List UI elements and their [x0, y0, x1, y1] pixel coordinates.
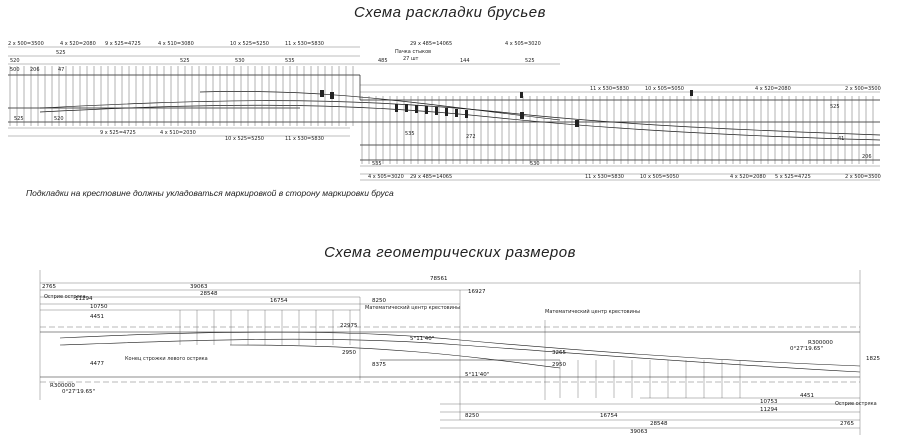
angle-right: 0°27'19.65" [790, 346, 823, 352]
bottom-span-3: 28548 [650, 421, 668, 427]
bottom-group-label: 4 x 510=2030 [160, 130, 196, 136]
frog-center-note: Математический центр крестовины [365, 304, 460, 311]
splice-pack-count: 27 шт [403, 56, 419, 62]
group-label-8: 4 x 505=3020 [505, 41, 541, 47]
group-label-1: 2 x 500=3500 [8, 41, 44, 47]
angle-left: 0°27'19.65" [62, 389, 95, 395]
lower-right-group-label: 10 x 505=5050 [640, 174, 679, 180]
bottom-group-label: 9 x 525=4725 [100, 130, 136, 136]
dim-label: 47 [58, 67, 64, 73]
bottom-group-label: 11 x 530=5830 [285, 136, 324, 142]
bottom-span-1: 8250 [465, 413, 479, 419]
dim-label: 41 [838, 136, 844, 142]
span-a: 39063 [190, 284, 208, 290]
right-group-label: 10 x 505=5050 [645, 86, 684, 92]
group-label-4: 4 x 510=3080 [158, 41, 194, 47]
frog-center-note-2: Математический центр крестовины [545, 308, 640, 315]
left-start: 2765 [42, 284, 56, 290]
bottom-span-2: 16754 [600, 413, 618, 419]
group-label-2: 4 x 520=2080 [60, 41, 96, 47]
dim-label: 535 [285, 58, 295, 64]
span-e: 16754 [270, 298, 288, 304]
bottom-span-4: 39063 [630, 429, 648, 435]
lower-right-group-label: 5 x 525=4725 [775, 174, 811, 180]
span-b: 28548 [200, 291, 218, 297]
dim-label: 485 [378, 58, 388, 64]
bottom-group-label: 4 x 505=3020 [368, 174, 404, 180]
dim-label: 525 [525, 58, 535, 64]
mid-value-1: 22975 [340, 323, 358, 329]
span-c: 16927 [468, 289, 486, 295]
heel-note: Конец строжки левого остряка [125, 356, 208, 362]
right-gap-2: 11294 [760, 407, 778, 413]
frog-angle-1: 5°11'40" [410, 336, 434, 342]
pad-marking-note: Подкладки на крестовине должны укладоват… [26, 188, 394, 198]
right-height: 1825 [866, 356, 880, 362]
dim-label: 525 [830, 104, 840, 110]
gauge-a: 4451 [90, 314, 104, 320]
right-group-label: 4 x 520=2080 [755, 86, 791, 92]
right-gap: 10753 [760, 399, 778, 405]
dim-label: 144 [460, 58, 470, 64]
mid-value-2: 2950 [342, 350, 356, 356]
dim-label: 272 [466, 134, 476, 140]
radius-left: R300000 [50, 383, 75, 389]
group-label-7: 29 x 485=14065 [410, 41, 452, 47]
dim-label: 520 [54, 116, 64, 122]
dim-label: 525 [180, 58, 190, 64]
group-label-5: 10 x 525=5250 [230, 41, 269, 47]
right-switch-point-note: Острие остряка [835, 401, 877, 407]
group-label-6: 11 x 530=5830 [285, 41, 324, 47]
switch-point-note: Острие остряка [44, 294, 86, 300]
bottom-group-label: 29 x 485=14065 [410, 174, 452, 180]
gauge-b: 4477 [90, 361, 104, 367]
lower-right-group-label: 4 x 520=2080 [730, 174, 766, 180]
right-group-label: 11 x 530=5830 [590, 86, 629, 92]
right-gauge: 4451 [800, 393, 814, 399]
dim-label: 520 [10, 58, 20, 64]
dim-label: 530 [235, 58, 245, 64]
lower-right-group-label: 2 x 500=3500 [845, 174, 881, 180]
bottom-span-5: 2765 [840, 421, 854, 427]
frog-angle-2: 5°11'40" [465, 372, 489, 378]
splice-pack-label: Пачка стыков [395, 49, 431, 55]
mid-value-4: 3265 [552, 350, 566, 356]
dim-label: 530 [530, 161, 540, 167]
span-d: 8250 [372, 298, 386, 304]
span-g: 10750 [90, 304, 108, 310]
lower-right-group-label: 11 x 530=5830 [585, 174, 624, 180]
group-label-3: 9 x 525=4725 [105, 41, 141, 47]
geometry-scheme-title: Схема геометрических размеров [324, 244, 576, 261]
radius-right: R300000 [808, 340, 833, 346]
dim-label: 535 [372, 161, 382, 167]
mid-value-3: 8375 [372, 362, 386, 368]
layout-scheme-title: Схема раскладки брусьев [354, 4, 546, 21]
total-length: 78561 [430, 276, 448, 282]
dim-label: 206 [30, 67, 40, 73]
dim-label: 500 [10, 67, 20, 73]
dim-label: 535 [405, 131, 415, 137]
tie-layout-diagram: 2 x 500=3500 4 x 520=2080 9 x 525=4725 4… [8, 41, 881, 181]
dim-label: 206 [862, 154, 872, 160]
bottom-group-label: 10 x 525=5250 [225, 136, 264, 142]
dim-label: 525 [56, 50, 66, 56]
right-group-label: 2 x 500=3500 [845, 86, 881, 92]
span-f: 11294 [75, 296, 93, 302]
dim-label: 525 [14, 116, 24, 122]
mid-value-5: 2950 [552, 362, 566, 368]
